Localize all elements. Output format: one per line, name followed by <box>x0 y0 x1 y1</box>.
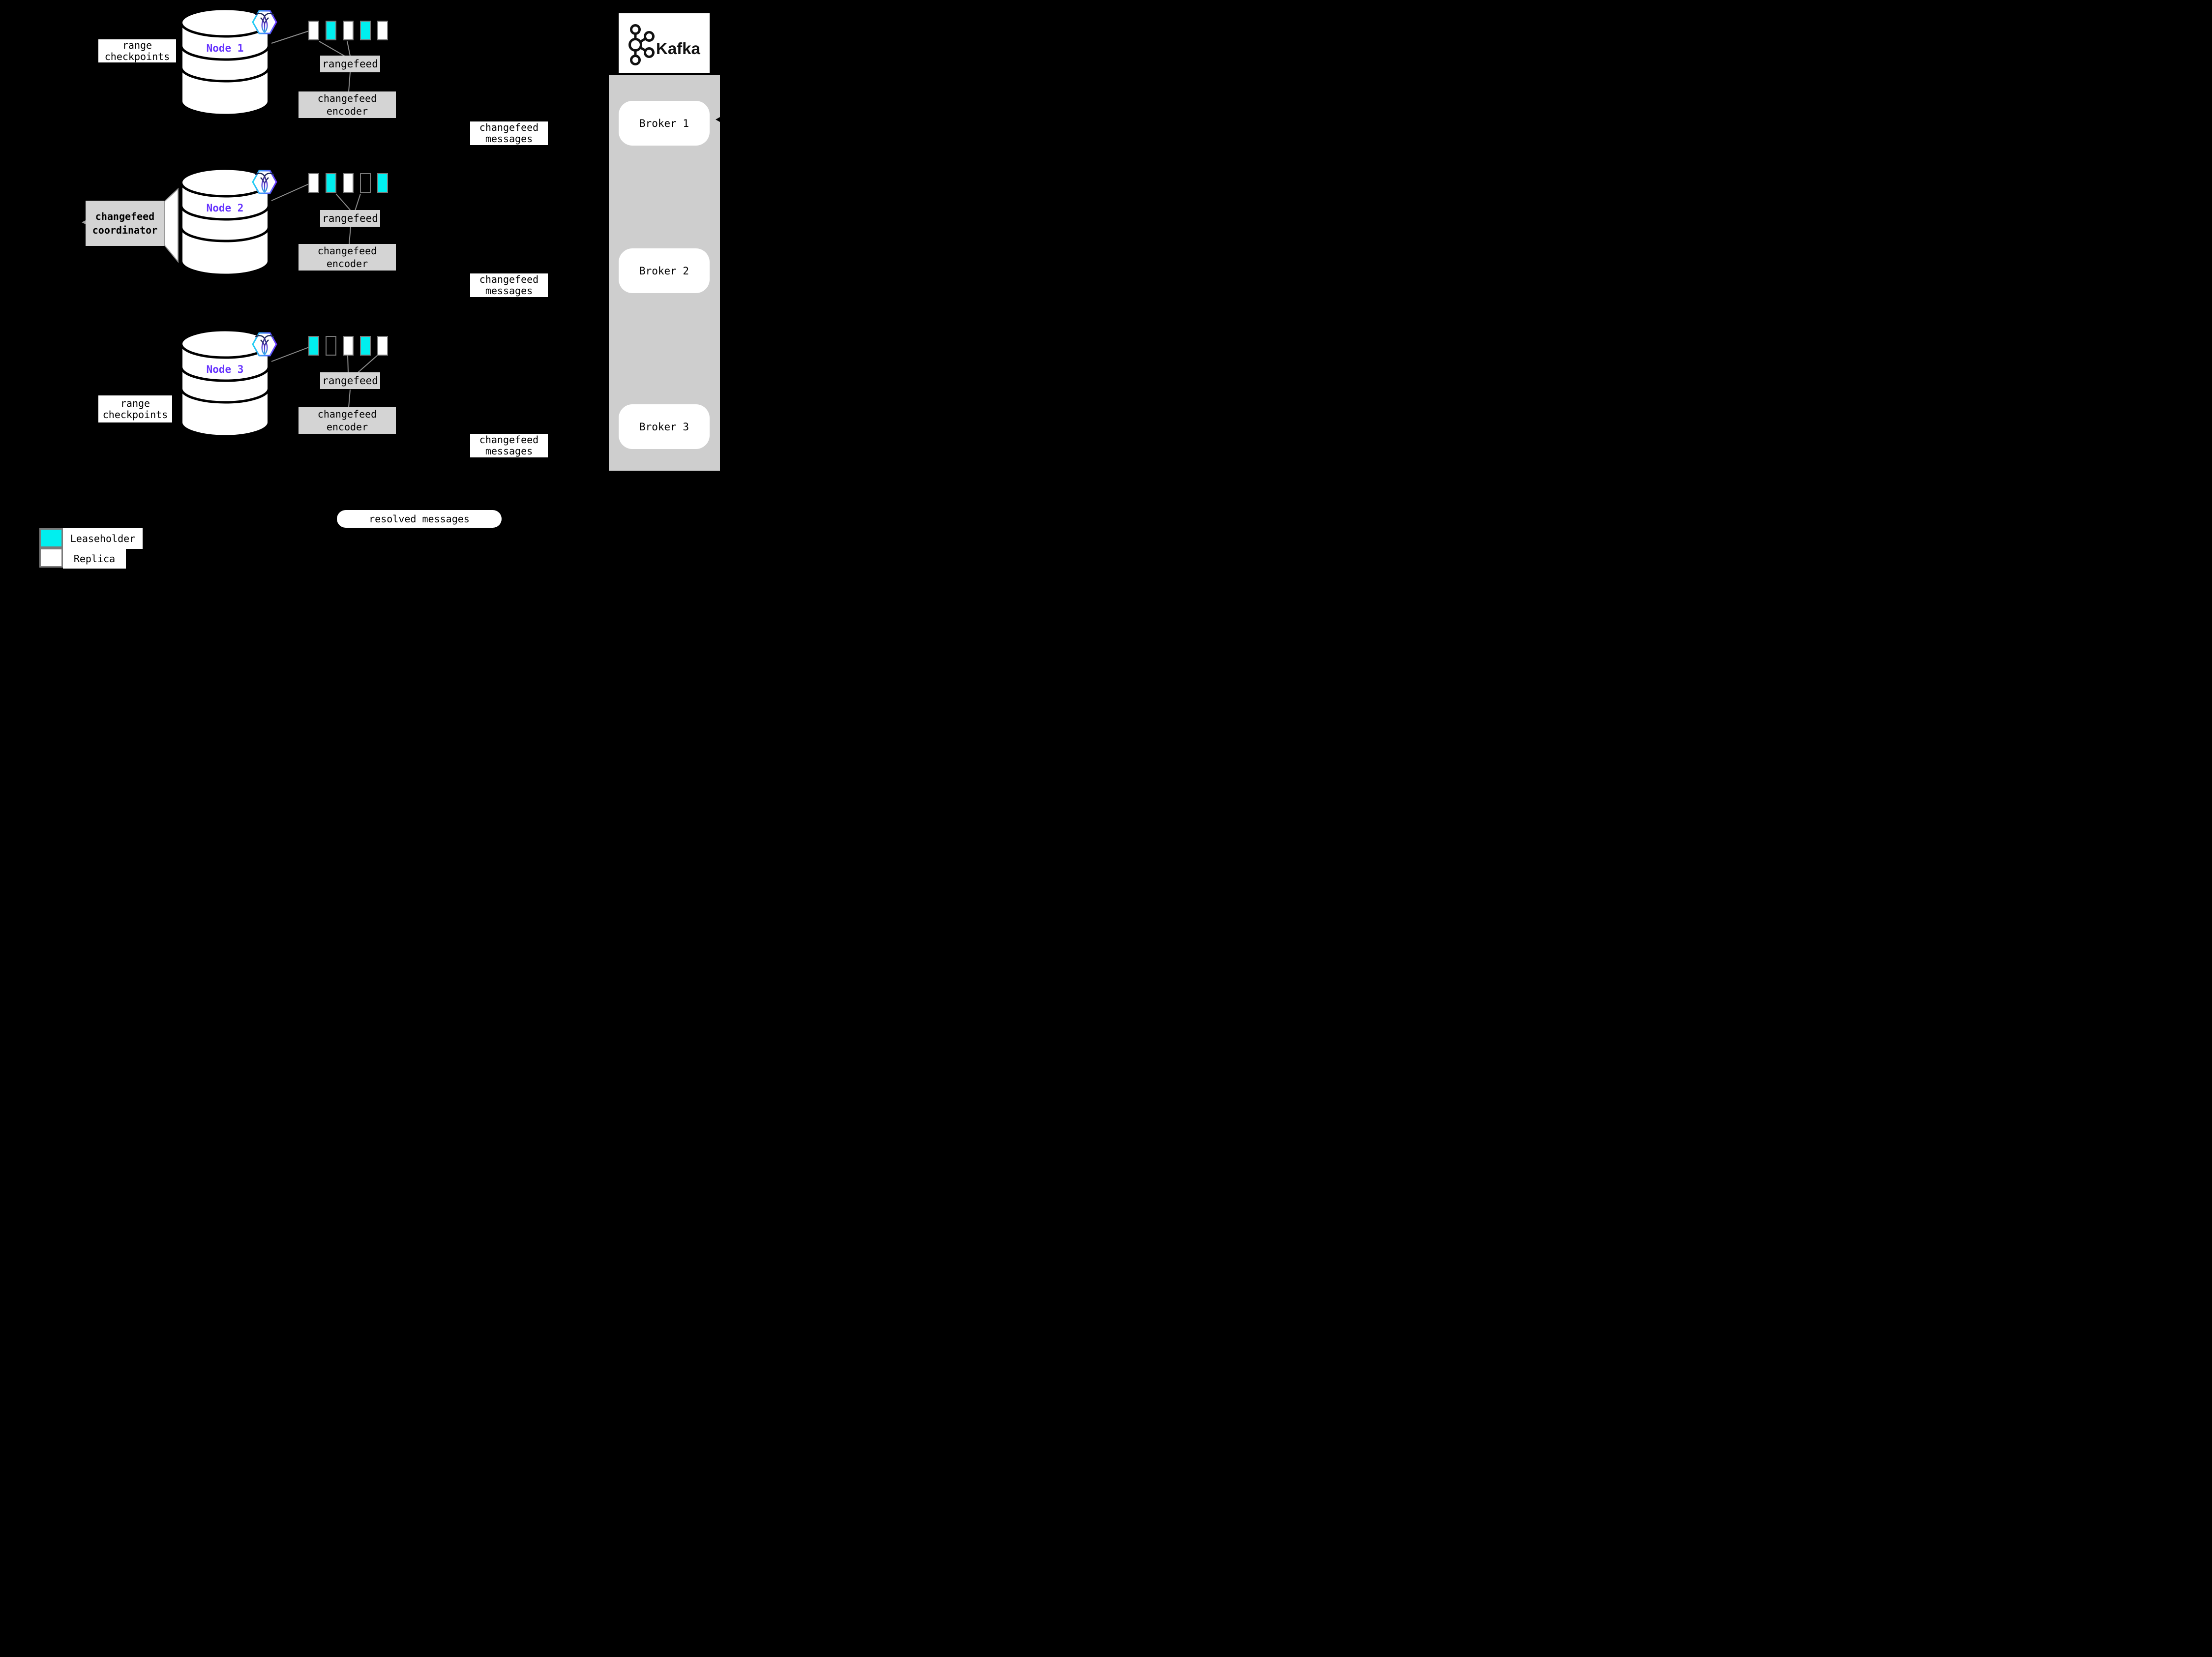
legend-leaseholder-swatch <box>39 528 63 548</box>
range-leaseholder <box>326 173 336 193</box>
changefeed-messages-label-3: changefeed messages <box>470 434 548 457</box>
node3-label: Node 3 <box>206 363 244 375</box>
cockroachdb-logo-icon <box>252 10 277 34</box>
broker1-arrowhead-icon <box>716 117 720 122</box>
range-replica <box>343 21 354 40</box>
changefeed-kafka-diagram: Node 1 rangefeed changefeed encoder rang… <box>0 0 771 577</box>
broker-1-box: Broker 1 <box>619 101 710 146</box>
range-replica <box>343 336 354 356</box>
changefeed-coordinator-box: changefeed coordinator <box>86 201 164 246</box>
range-leaseholder <box>377 173 388 193</box>
database-cylinder-node1 <box>180 7 270 116</box>
rangefeed-box-node3: rangefeed <box>320 372 380 389</box>
range-leaseholder <box>308 336 319 356</box>
changefeed-encoder-box-node1: changefeed encoder <box>299 91 396 118</box>
coordinator-callout-wedge <box>164 187 179 263</box>
changefeed-messages-label-1: changefeed messages <box>470 121 548 145</box>
kafka-wordmark: Kafka <box>656 39 700 58</box>
range-replica <box>377 21 388 40</box>
node2-label: Node 2 <box>206 202 244 214</box>
legend-leaseholder-label: Leaseholder <box>63 528 143 549</box>
range-empty <box>360 173 371 193</box>
cockroachdb-logo-icon <box>252 170 277 194</box>
changefeed-encoder-box-node3: changefeed encoder <box>299 407 396 434</box>
range-replica <box>343 173 354 193</box>
rangefeed-box-node1: rangefeed <box>320 56 380 72</box>
broker-2-box: Broker 2 <box>619 248 710 293</box>
range-leaseholder <box>360 21 371 40</box>
resolved-messages-pill: resolved messages <box>337 510 502 528</box>
kafka-logo-card: Kafka <box>619 13 710 73</box>
range-replica <box>308 173 319 193</box>
node1-label: Node 1 <box>206 42 244 54</box>
range-empty <box>326 336 336 356</box>
changefeed-encoder-box-node2: changefeed encoder <box>299 244 396 271</box>
range-replica <box>377 336 388 356</box>
database-cylinder-node2 <box>180 167 270 275</box>
broker-3-box: Broker 3 <box>619 404 710 449</box>
range-leaseholder <box>360 336 371 356</box>
rangefeed-box-node2: rangefeed <box>320 210 380 227</box>
database-cylinder-node3 <box>180 329 270 437</box>
range-checkpoints-label-bottom: range checkpoints <box>98 395 172 422</box>
cockroachdb-logo-icon <box>252 332 277 357</box>
legend-replica-swatch <box>39 548 63 568</box>
range-replica <box>308 21 319 40</box>
kafka-logo-icon <box>628 24 655 65</box>
legend-replica-label: Replica <box>63 549 126 569</box>
coordinator-arrow-tip <box>82 220 86 224</box>
changefeed-messages-label-2: changefeed messages <box>470 273 548 297</box>
range-checkpoints-label-top: range checkpoints <box>98 39 176 62</box>
range-leaseholder <box>326 21 336 40</box>
